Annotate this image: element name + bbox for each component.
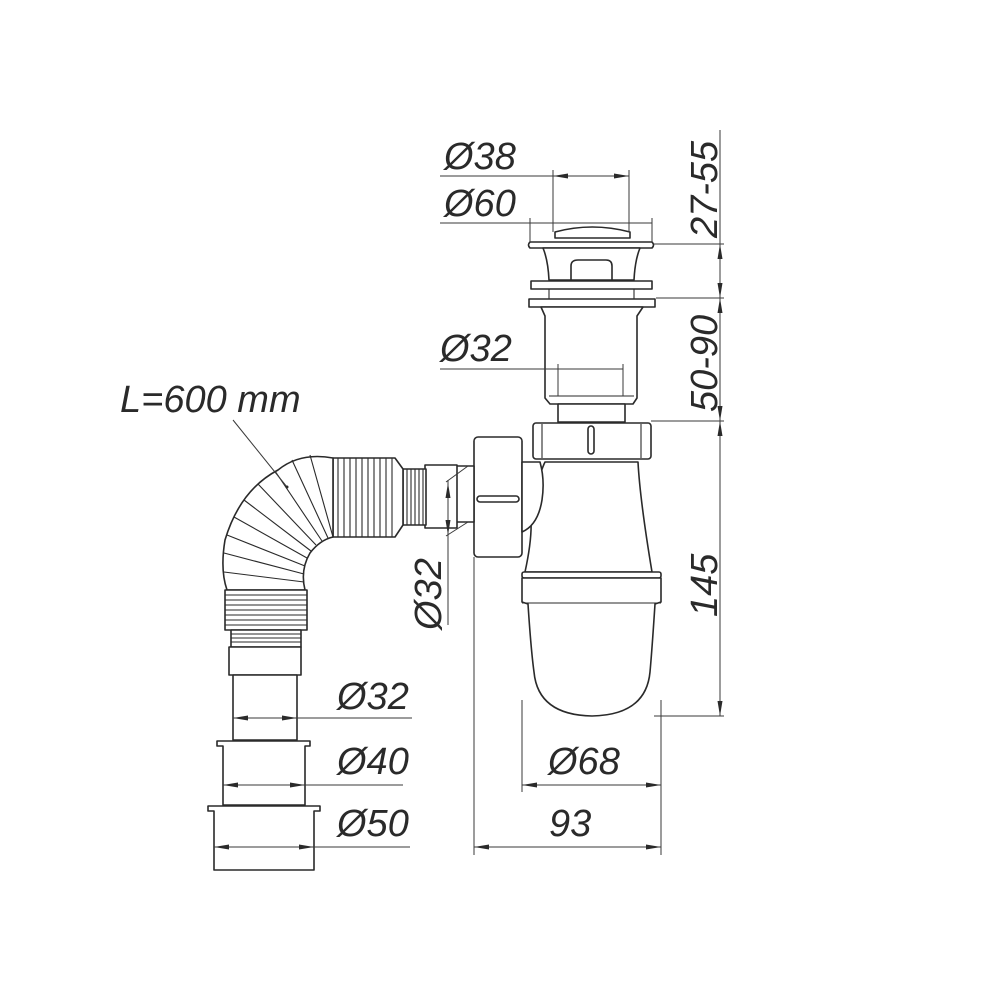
side-outlet-spigot	[455, 465, 475, 523]
label-hose-end-diameter-40: Ø40	[337, 741, 409, 783]
drain-nut	[528, 298, 656, 308]
label-side-outlet-diameter: Ø32	[408, 558, 450, 630]
bottle-trap	[521, 422, 662, 717]
label-bottle-diameter: Ø68	[548, 741, 620, 783]
label-tailpiece-length-range: 50-90	[684, 314, 726, 412]
label-outlet-diameter: Ø32	[440, 328, 512, 370]
hose-cuff	[228, 646, 302, 676]
label-grate-diameter: Ø38	[444, 136, 516, 178]
drain-washer-1	[530, 280, 653, 290]
trap-rim	[521, 571, 662, 579]
drain-plug-assembly	[527, 226, 656, 423]
hose-end-32	[232, 674, 298, 741]
hose-connector	[424, 464, 458, 529]
drain-popup-slot	[570, 259, 613, 281]
label-flange-diameter: Ø60	[444, 183, 516, 225]
side-outlet-elbow	[521, 461, 544, 533]
label-flange-height-range: 27-55	[684, 140, 726, 238]
trap-bottle-bowl	[521, 577, 662, 717]
drain-cap	[554, 226, 631, 239]
label-overall-width: 93	[549, 803, 592, 845]
label-hose-length: L=600 mm	[120, 379, 301, 421]
dimension-lines	[214, 130, 724, 855]
trap-upper-body	[524, 461, 653, 573]
drain-flange	[527, 241, 655, 249]
drain-tail-end	[557, 403, 626, 423]
hose-adapter-40	[216, 740, 311, 806]
label-hose-end-diameter-50: Ø50	[337, 803, 409, 845]
label-hose-end-diameter-32: Ø32	[337, 676, 409, 718]
label-bottle-height: 145	[684, 553, 726, 617]
hose-adapter-50	[207, 805, 321, 871]
flexible-hose	[207, 454, 458, 871]
drain-tailpiece	[540, 306, 644, 405]
